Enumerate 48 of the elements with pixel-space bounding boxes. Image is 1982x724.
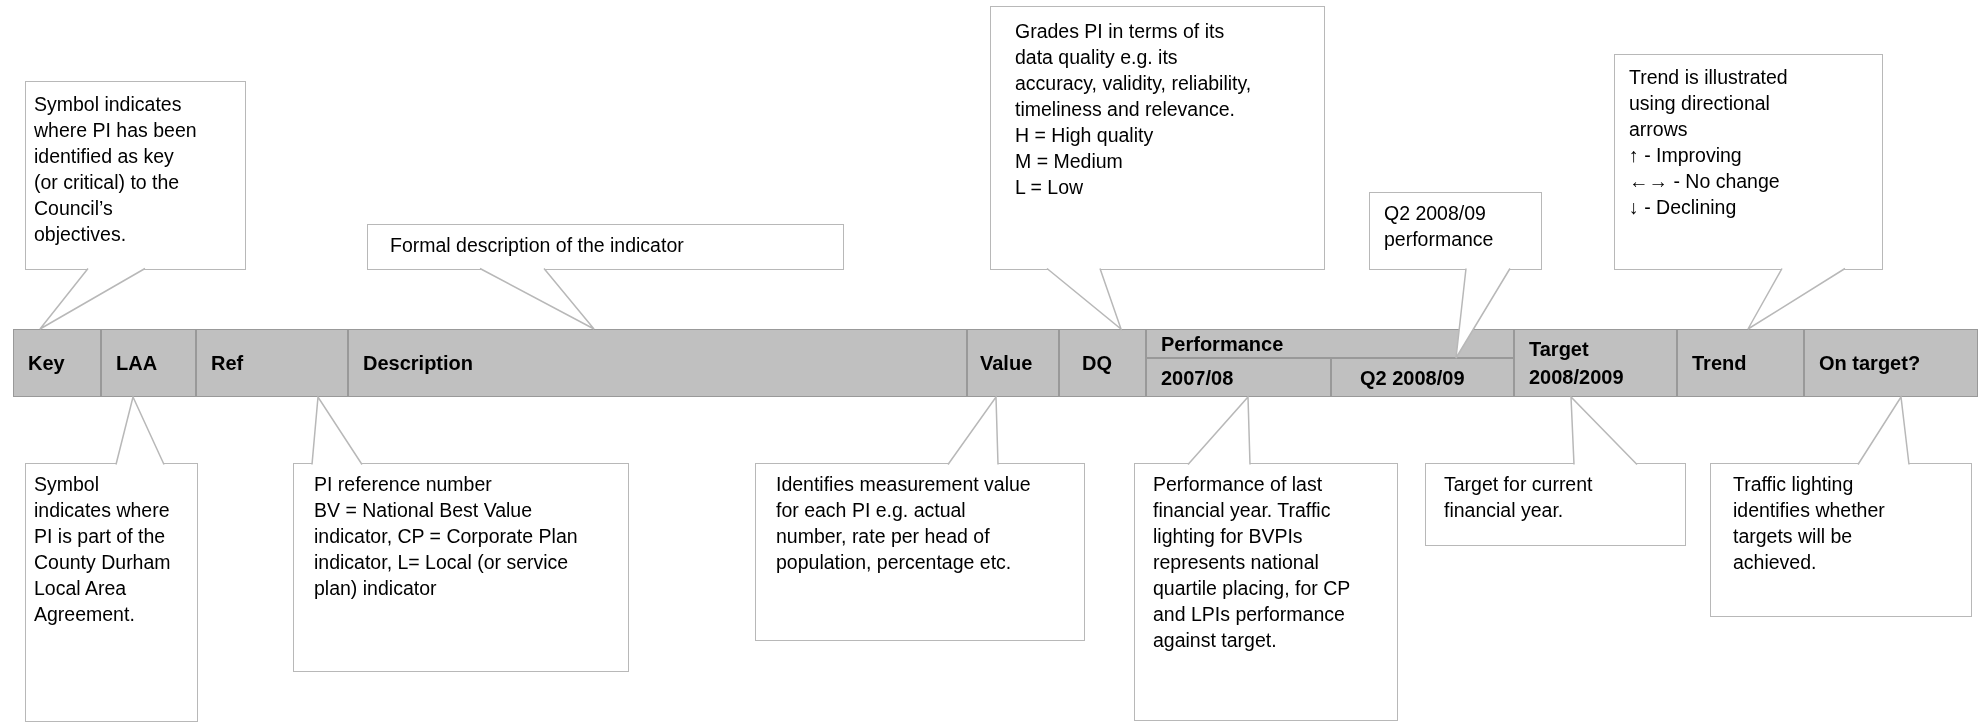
callout-pointer xyxy=(39,267,146,330)
callout-pointer xyxy=(311,394,363,466)
column-header: On target? xyxy=(1804,329,1978,397)
callout-text: Symbol indicates where PI is part of the County Durham Local Area Agreement. xyxy=(34,472,172,627)
callout-box xyxy=(293,463,629,672)
callout-text: Identifies measurement value for each PI e.g. actual number, rate per head of population, percentage etc. xyxy=(776,472,1032,575)
callout-text: Target for current financial year. xyxy=(1444,472,1594,523)
callout-box xyxy=(990,6,1325,270)
callout-text: Trend is illustrated using directional arrows xyxy=(1629,65,1789,142)
callout-text: Performance of last financial year. Traffic lighting for BVPIs represents national quartile placing, for CP and LPIs performance against target. xyxy=(1153,472,1351,653)
column-header: 2007/08 xyxy=(1146,358,1331,397)
callout-text: H = High quality xyxy=(1015,122,1155,148)
callout-pointer xyxy=(479,267,595,330)
column-header: Target 2008/2009 xyxy=(1514,329,1677,397)
callout-box xyxy=(1134,463,1398,721)
callout-text: PI reference number xyxy=(314,472,493,497)
callout-pointer xyxy=(1046,267,1123,332)
column-header: LAA xyxy=(101,329,196,397)
callout-pointer xyxy=(1747,267,1846,330)
callout-text: M = Medium xyxy=(1015,148,1124,174)
callout-text: ↑ - Improving xyxy=(1629,142,1743,168)
callout-pointer xyxy=(115,394,165,466)
column-header: Q2 2008/09 xyxy=(1331,358,1514,397)
column-header: Trend xyxy=(1677,329,1804,397)
callout-pointer xyxy=(947,394,999,466)
column-header: Key xyxy=(13,329,101,397)
callout-pointer xyxy=(1857,394,1910,466)
callout-text: ←→ - No change xyxy=(1629,168,1781,194)
column-header: Ref xyxy=(196,329,348,397)
callout-text: Formal description of the indicator xyxy=(390,233,685,258)
callout-text: BV = National Best Value indicator, CP = Corporate Plan indicator, L= Local (or service plan) indicator xyxy=(314,497,579,601)
callout-pointer xyxy=(1187,395,1251,466)
column-header: Description xyxy=(348,329,967,397)
callout-pointer xyxy=(1455,267,1511,359)
callout-text: Q2 2008/09 performance xyxy=(1384,201,1495,252)
column-header: Performance xyxy=(1146,329,1514,358)
callout-box xyxy=(25,463,198,722)
callout-text: Grades PI in terms of its data quality e.g. its accuracy, validity, reliability, timeliness and relevance. xyxy=(1015,19,1253,122)
callout-box xyxy=(755,463,1085,641)
callout-box xyxy=(1710,463,1972,617)
callout-text: L = Low xyxy=(1015,174,1085,200)
column-header: Value xyxy=(967,329,1059,397)
callout-text: Symbol indicates where PI has been identified as key (or critical) to the Council’s objectives. xyxy=(34,92,197,247)
callout-pointer xyxy=(1570,395,1638,466)
callout-box xyxy=(1614,54,1883,270)
column-header: DQ xyxy=(1059,329,1146,397)
callout-text: Traffic lighting identifies whether targets will be achieved. xyxy=(1733,472,1886,575)
callout-text: ↓ - Declining xyxy=(1629,194,1738,220)
